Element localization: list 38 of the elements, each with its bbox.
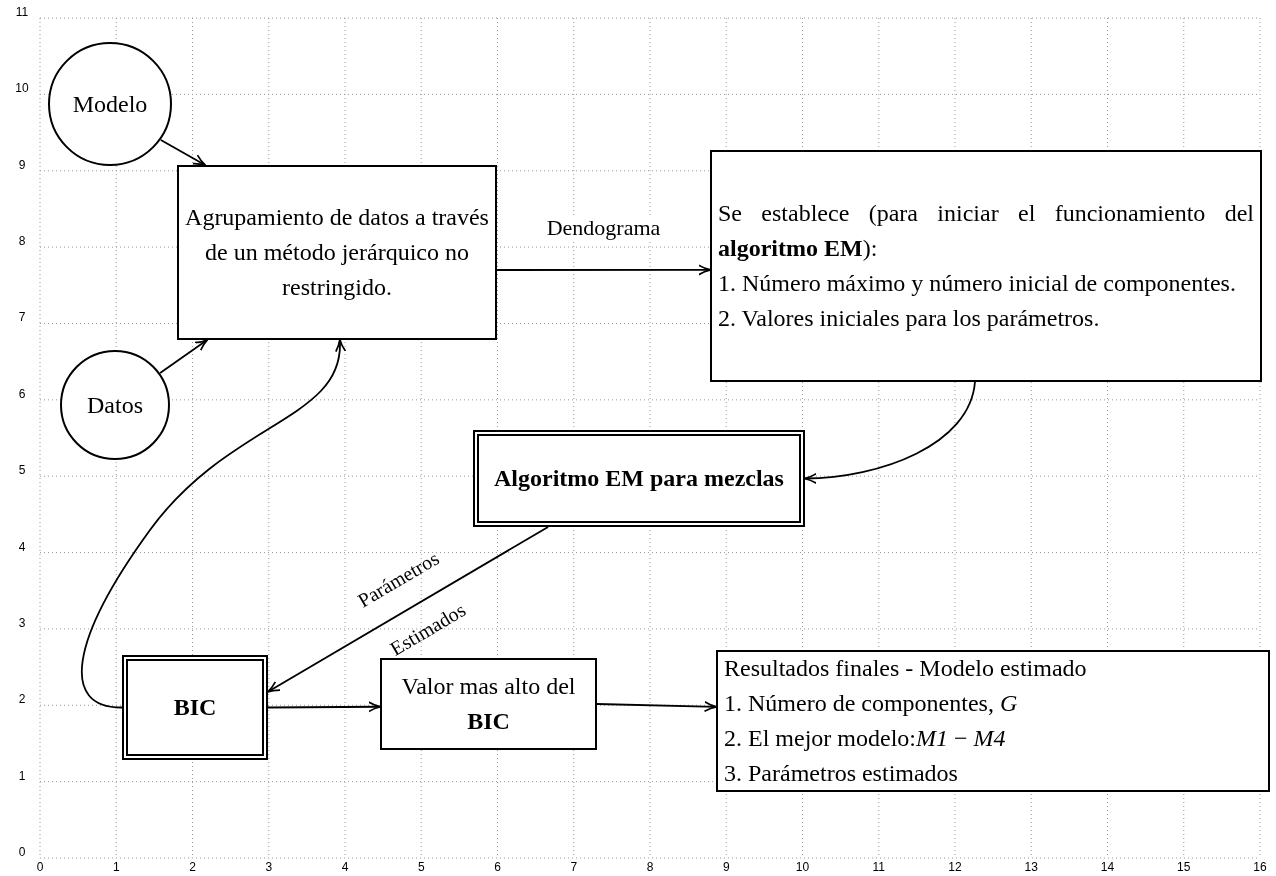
axis-tick-label: 5 (18, 463, 26, 478)
axis-tick-label: 11 (872, 860, 885, 874)
process-box: Resultados finales - Modelo estimado 1. Número de componentes, G 2. El mejor modelo:M1 − M4 3. Parámetros estimados (716, 650, 1270, 792)
axis-tick-label: 8 (646, 860, 654, 874)
process-box: Se establece (para iniciar el funcionamiento del algoritmo EM): 1. Número máximo y número inicial de componentes. 2. Valores iniciales para los parámetros. (710, 150, 1262, 382)
axis-tick-label: 15 (1177, 860, 1191, 874)
axis-tick-label: 14 (1100, 860, 1115, 874)
axis-tick-label: 6 (18, 386, 26, 401)
axis-tick-label: 0 (18, 845, 26, 859)
axis-tick-label: 3 (265, 860, 273, 874)
double-border-box: BIC (122, 655, 268, 760)
axis-tick-label: 2 (18, 692, 26, 707)
axis-tick-label: 8 (18, 234, 26, 249)
axis-tick-label: 9 (722, 860, 730, 874)
axis-tick-label: 16 (1253, 860, 1267, 874)
axis-tick-label: 10 (795, 860, 810, 874)
edge-label: Dendograma (544, 215, 663, 240)
axis-tick-label: 1 (112, 860, 120, 874)
double-border-box: Algoritmo EM para mezclas (473, 430, 805, 527)
axis-tick-label: 6 (494, 860, 501, 874)
axis-tick-label: 0 (36, 860, 44, 874)
axis-tick-label: 3 (18, 615, 26, 630)
axis-tick-label: 5 (417, 860, 425, 874)
axis-tick-label: 7 (570, 860, 578, 874)
axis-tick-label: 7 (18, 310, 26, 325)
axis-tick-label: 10 (15, 81, 29, 96)
input-circle: Modelo (48, 42, 172, 166)
axis-tick-label: 12 (948, 860, 962, 874)
axis-tick-label: 13 (1024, 860, 1038, 874)
axis-tick-label: 2 (189, 860, 196, 874)
axis-tick-label: 1 (18, 768, 26, 783)
process-box: Valor mas alto del BIC (380, 658, 597, 750)
process-box: Agrupamiento de datos a través de un método jerárquico no restringido. (177, 165, 497, 340)
axis-tick-label: 4 (341, 860, 349, 874)
axis-tick-label: 9 (18, 157, 26, 172)
axis-tick-label: 11 (15, 5, 29, 20)
axis-tick-label: 4 (18, 539, 26, 554)
input-circle: Datos (60, 350, 170, 460)
